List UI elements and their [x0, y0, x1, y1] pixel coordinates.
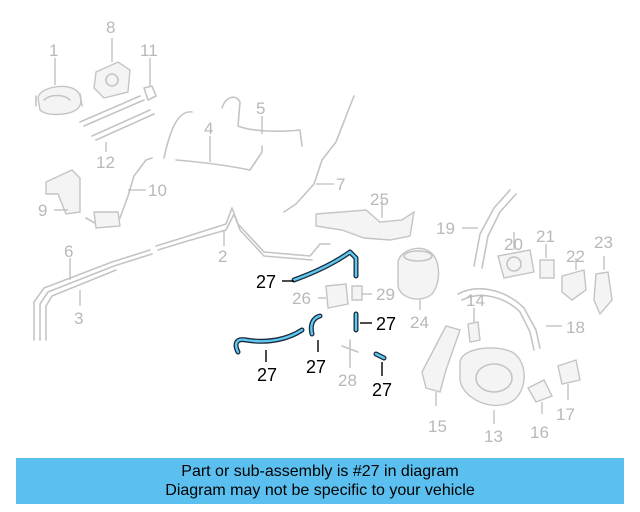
part-10-hose — [85, 157, 153, 229]
part-12-sensor — [91, 109, 155, 152]
part-6-pipe — [33, 249, 153, 341]
callout-24: 24 — [410, 313, 429, 332]
callout-10: 10 — [148, 181, 167, 200]
part-18-hose — [457, 287, 562, 351]
part-27-hose-e — [373, 351, 387, 376]
callout-27-a: 27 — [256, 272, 276, 292]
part-1-bracket — [35, 58, 83, 116]
callout-19: 19 — [436, 219, 455, 238]
part-4-line — [163, 111, 263, 171]
part-27-hose-a — [282, 249, 359, 283]
callout-3: 3 — [74, 309, 83, 328]
callout-16: 16 — [530, 423, 549, 442]
part-27-hose-c — [308, 313, 323, 352]
callout-22: 22 — [566, 247, 585, 266]
callout-28: 28 — [338, 371, 357, 390]
callout-27-c: 27 — [306, 357, 326, 377]
part-5-line — [221, 96, 303, 147]
banner-line-1: Part or sub-assembly is #27 in diagram — [181, 463, 459, 480]
part-11-sensor — [79, 58, 157, 127]
callout-23: 23 — [594, 233, 613, 252]
part-9-bracket — [45, 169, 81, 215]
callout-27-b: 27 — [257, 365, 277, 385]
part-20-valve — [497, 232, 535, 279]
callout-2: 2 — [218, 247, 227, 266]
part-7-line — [283, 95, 355, 213]
callout-26: 26 — [292, 289, 311, 308]
callout-7: 7 — [336, 175, 345, 194]
callout-29: 29 — [376, 285, 395, 304]
callout-8: 8 — [106, 18, 115, 37]
part-21-gasket — [539, 244, 555, 279]
part-27-hose-d — [353, 311, 372, 333]
part-29-clip — [351, 285, 372, 301]
callout-20: 20 — [504, 235, 523, 254]
callout-5: 5 — [256, 99, 265, 118]
part-14-fitting — [467, 308, 481, 343]
callout-4: 4 — [204, 119, 213, 138]
callout-12: 12 — [96, 153, 115, 172]
callout-1: 1 — [49, 41, 58, 60]
callout-18: 18 — [566, 318, 585, 337]
part-8-mount — [93, 38, 131, 99]
part-23-clip — [593, 256, 613, 316]
part-13-pump — [459, 347, 525, 424]
callout-27-e: 27 — [372, 380, 392, 400]
callout-21: 21 — [536, 227, 555, 246]
callout-14: 14 — [466, 291, 485, 310]
part-17-connector — [557, 359, 581, 400]
info-banner: Part or sub-assembly is #27 in diagram D… — [16, 458, 624, 504]
part-28-tee — [341, 339, 359, 368]
banner-line-2: Diagram may not be specific to your vehi… — [165, 482, 475, 499]
part-16-connector — [527, 379, 553, 414]
callout-25: 25 — [370, 190, 389, 209]
callout-15: 15 — [428, 417, 447, 436]
callout-9: 9 — [38, 201, 47, 220]
part-27-hose-b — [233, 327, 305, 362]
part-22-fitting — [561, 258, 587, 301]
part-26-valve — [318, 283, 349, 309]
part-24-reservoir — [397, 247, 440, 310]
callout-6: 6 — [64, 242, 73, 261]
part-19-pipe — [462, 189, 517, 269]
part-25-bracket — [315, 200, 415, 241]
callout-17: 17 — [556, 405, 575, 424]
callout-11: 11 — [140, 41, 158, 60]
callout-27-d: 27 — [376, 314, 396, 334]
callout-13: 13 — [484, 427, 503, 446]
part-2-pipe — [155, 207, 331, 261]
part-15-bracket — [421, 325, 461, 406]
